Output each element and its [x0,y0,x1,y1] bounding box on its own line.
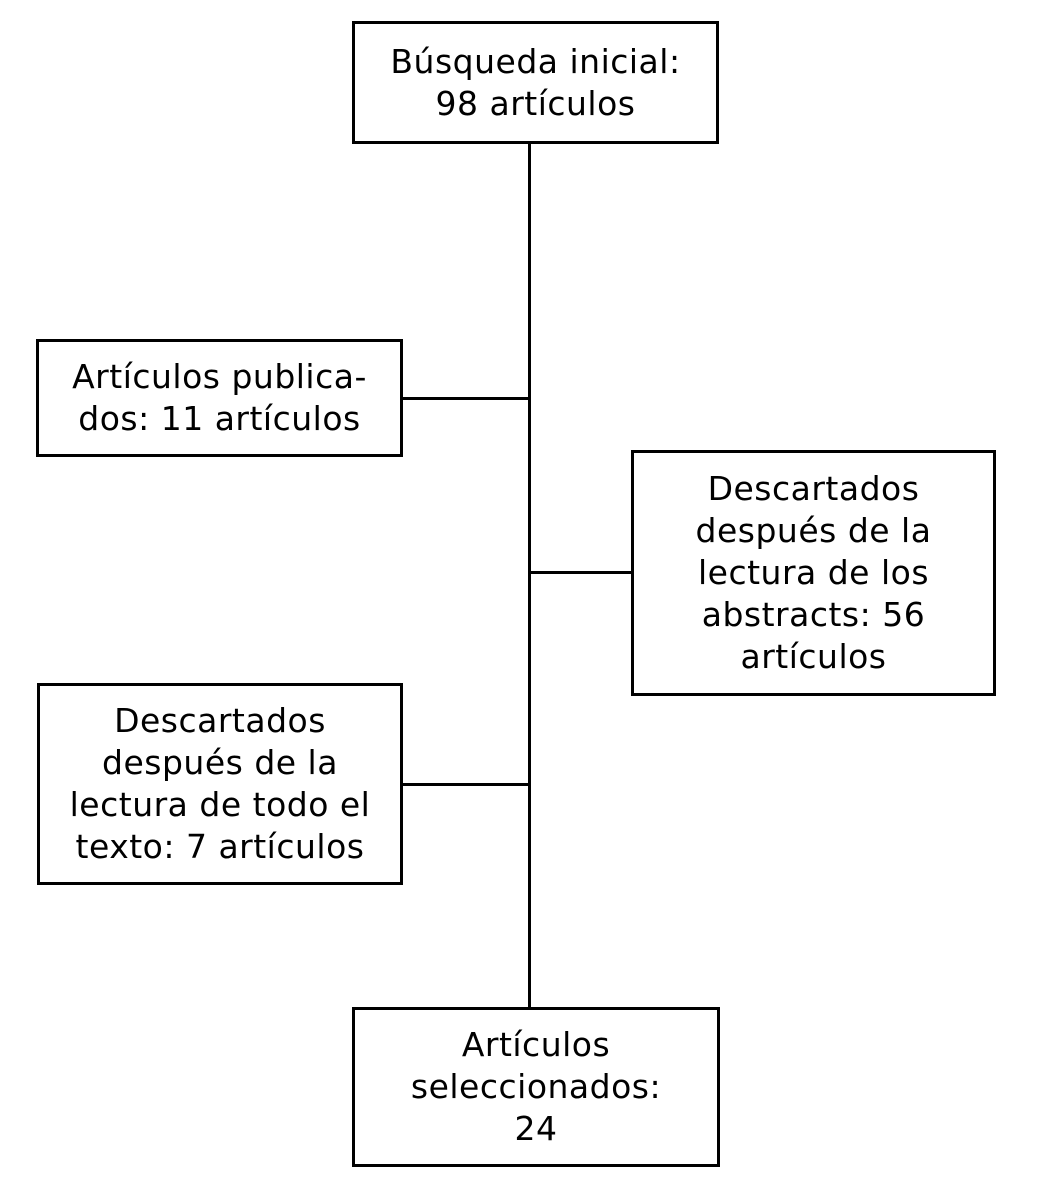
connector-discarded-full-text [403,783,528,786]
node-discarded-after-abstracts-label: Descartados después de la lectura de los… [695,469,932,676]
node-selected-articles: Artículos seleccionados: 24 [352,1007,720,1167]
node-discarded-after-abstracts: Descartados después de la lectura de los… [631,450,996,696]
node-initial-search-label: Búsqueda inicial: 98 artículos [390,41,681,123]
connector-published-articles [403,397,528,400]
node-published-articles-label: Artículos publica- dos: 11 artículos [72,357,367,438]
node-initial-search: Búsqueda inicial: 98 artículos [352,21,719,144]
node-selected-articles-label: Artículos seleccionados: 24 [410,1025,662,1148]
node-published-articles: Artículos publica- dos: 11 artículos [36,339,403,457]
connector-discarded-abstracts [531,571,631,574]
node-discarded-after-full-text: Descartados después de la lectura de tod… [37,683,403,885]
connector-vertical-spine [528,144,531,1007]
node-discarded-after-full-text-label: Descartados después de la lectura de tod… [69,701,371,866]
